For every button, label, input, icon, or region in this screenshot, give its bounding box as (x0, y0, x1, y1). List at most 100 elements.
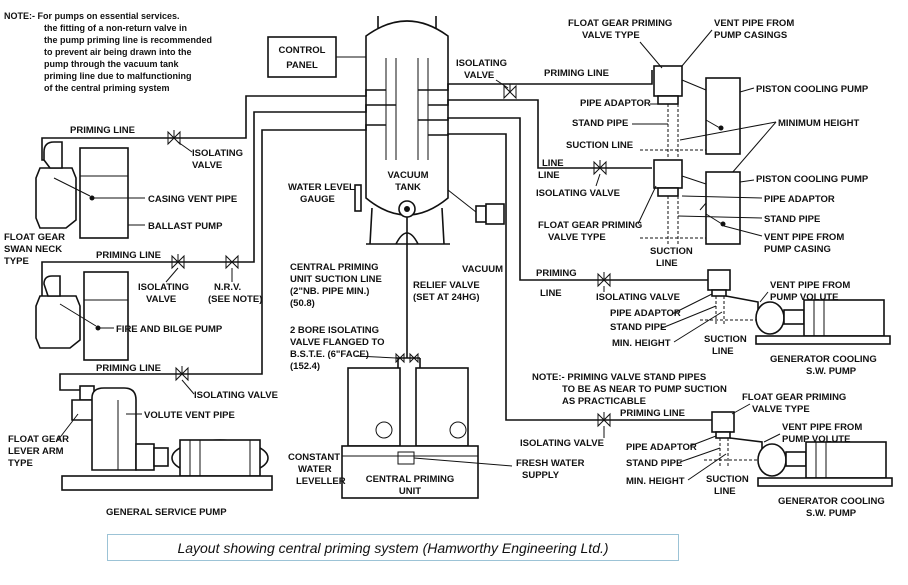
valve-label-2: VALVE (146, 294, 176, 305)
bottom-note-2: TO BE AS NEAR TO PUMP SUCTION (562, 384, 727, 395)
fresh-water-supply-label-2: SUPPLY (522, 470, 560, 481)
bottom-note-3: AS PRACTICABLE (562, 396, 646, 407)
stand-pipe-label-3: STAND PIPE (610, 322, 666, 333)
piston-cooling-pump-1: ISOLATING VALVE PRIMING LINE FLOAT GEAR … (456, 18, 869, 211)
constant-water-leveller-label-2: WATER (298, 464, 332, 475)
piston-cooling-pump-2: LINE ISOLATING VALVE LINE PISTON COOLING… (536, 158, 869, 269)
casing-vent-pipe-label: CASING VENT PIPE (148, 194, 237, 205)
vent-pipe-from-pump-volute-1b: PUMP VOLUTE (770, 292, 838, 303)
vent-pipe-from-pump-volute-2a: VENT PIPE FROM (782, 422, 862, 433)
control-panel-label-2: PANEL (286, 60, 318, 71)
valve-label-1: VALVE (192, 160, 222, 171)
piston-cooling-pump-label-2: PISTON COOLING PUMP (756, 174, 869, 185)
isolating-valve-note-4: (152.4) (290, 361, 320, 372)
generator-cooling-pump-2: PRIMING LINE ISOLATING VALVE FLOAT GEAR … (520, 392, 893, 519)
float-gear-swan-neck-label-3: TYPE (4, 256, 29, 267)
ballast-pump-label: BALLAST PUMP (148, 221, 223, 232)
stand-pipe-label-1: STAND PIPE (572, 118, 628, 129)
water-level-gauge: WATER LEVEL GAUGE (288, 182, 362, 212)
caption-box: Layout showing central priming system (H… (107, 534, 679, 561)
vent-pipe-from-pump-casing-1: VENT PIPE FROM (764, 232, 844, 243)
vacuum-tank-label-1: VACUUM (388, 170, 429, 181)
suction-line-note-3: (2"NB. PIPE MIN.) (290, 286, 369, 297)
min-height-label-6: MIN. HEIGHT (626, 476, 685, 487)
suction-line-note-4: (50.8) (290, 298, 315, 309)
nrv-label-2: (SEE NOTE) (208, 294, 262, 305)
generator-cooling-label-1b: S.W. PUMP (806, 366, 857, 377)
relief-valve-label-2: (SET AT 24HG) (413, 292, 480, 303)
suction-line-label-1: SUCTION LINE (566, 140, 633, 151)
isolating-valve-label-3: ISOLATING VALVE (194, 390, 278, 401)
constant-water-leveller-label-3: LEVELLER (296, 476, 346, 487)
bottom-note-1: NOTE:- PRIMING VALVE STAND PIPES (532, 372, 706, 383)
relief-valve-label: RELIEF VALVE (SET AT 24HG) (413, 280, 480, 303)
central-priming-unit-label-1: CENTRAL PRIMING (366, 474, 455, 485)
isolating-label-3: ISOLATING (456, 58, 507, 69)
note-line-6: priming line due to malfunctioning (44, 71, 192, 81)
vent-pipe-from-pump-casing-2: PUMP CASING (764, 244, 831, 255)
line-label-2a: LINE (542, 158, 564, 169)
suction-label-2: SUCTION (650, 246, 693, 257)
float-gear-valve-type-6b: VALVE TYPE (752, 404, 810, 415)
vacuum-tank: VACUUM TANK (365, 16, 450, 245)
general-service-pump: VOLUTE VENT PIPE PRIMING LINE ISOLATING … (8, 363, 278, 518)
piston-cooling-pump-label-1: PISTON COOLING PUMP (756, 84, 869, 95)
float-gear-priming-valve-type-1b: VALVE TYPE (582, 30, 640, 41)
float-gear-priming-valve-type-2a: FLOAT GEAR PRIMING (538, 220, 642, 231)
min-height-label-3: MIN. HEIGHT (612, 338, 671, 349)
note-line-5: pump through the vacuum tank (44, 59, 179, 69)
central-priming-unit: CENTRAL PRIMING UNIT CONSTANT WATER LEVE… (288, 358, 585, 499)
isolating-valve-label-4: ISOLATING VALVE (536, 188, 620, 199)
vacuum-gauge-label: VACUUM (462, 264, 503, 275)
volute-vent-pipe-label: VOLUTE VENT PIPE (144, 410, 235, 421)
isolating-valve-label-5: ISOLATING VALVE (596, 292, 680, 303)
central-priming-unit-label-2: UNIT (399, 486, 421, 497)
vent-pipe-from-pump-volute-1a: VENT PIPE FROM (770, 280, 850, 291)
priming-line-label-2: PRIMING LINE (96, 250, 161, 261)
general-service-pump-label: GENERAL SERVICE PUMP (106, 507, 227, 518)
water-level-gauge-label-1: WATER LEVEL (288, 182, 355, 193)
float-gear-valve-type-6a: FLOAT GEAR PRIMING (742, 392, 846, 403)
priming-line-label-4: PRIMING LINE (544, 68, 609, 79)
line-label-3: LINE (712, 346, 734, 357)
vent-pipe-from-pump-casings-2: PUMP CASINGS (714, 30, 787, 41)
suction-line-note-2: UNIT SUCTION LINE (290, 274, 382, 285)
vent-pipe-from-pump-volute-2b: PUMP VOLUTE (782, 434, 850, 445)
minimum-height-label: MINIMUM HEIGHT (778, 118, 859, 129)
suction-label-3: SUCTION (704, 334, 747, 345)
generator-cooling-pump-1: PRIMING LINE ISOLATING VALVE VENT PIPE F… (536, 268, 891, 377)
float-gear-priming-valve-type-2b: VALVE TYPE (548, 232, 606, 243)
vacuum-tank-label-2: TANK (395, 182, 421, 193)
generator-cooling-label-2b: S.W. PUMP (806, 508, 857, 519)
pipe-adaptor-label-1: PIPE ADAPTOR (580, 98, 651, 109)
top-note: NOTE:- For pumps on essential services. … (4, 11, 212, 93)
priming-line-label-6: PRIMING LINE (620, 408, 685, 419)
vent-pipe-from-pump-casings-1: VENT PIPE FROM (714, 18, 794, 29)
valve-symbols (167, 84, 611, 428)
constant-water-leveller-label-1: CONSTANT (288, 452, 340, 463)
valve-label-3: VALVE (464, 70, 494, 81)
float-gear-swan-neck-label-2: SWAN NECK (4, 244, 62, 255)
caption: Layout showing central priming system (H… (177, 539, 609, 556)
fire-and-bilge-pump: FIRE AND BILGE PUMP PRIMING LINE ISOLATI… (35, 250, 262, 361)
suction-line-note: CENTRAL PRIMING UNIT SUCTION LINE (2"NB.… (290, 262, 397, 372)
line-label-6: LINE (714, 486, 736, 497)
ballast-pump: CASING VENT PIPE BALLAST PUMP PRIMING LI… (4, 125, 243, 267)
nrv-label-1: N.R.V. (214, 282, 241, 293)
line-label-5: LINE (540, 288, 562, 299)
suction-line-note-1: CENTRAL PRIMING (290, 262, 379, 273)
isolating-valve-note-3: B.S.T.E. (6"FACE) (290, 349, 369, 360)
line-label-2c: LINE (656, 258, 678, 269)
water-level-gauge-label-2: GAUGE (300, 194, 335, 205)
stand-pipe-label-2: STAND PIPE (764, 214, 820, 225)
isolating-label-2: ISOLATING (138, 282, 189, 293)
stand-pipe-label-6: STAND PIPE (626, 458, 682, 469)
relief-valve-label-1: RELIEF VALVE (413, 280, 480, 291)
fresh-water-supply-label-1: FRESH WATER (516, 458, 585, 469)
note-line-4: to prevent air being drawn into the (44, 47, 192, 57)
priming-line-label-3: PRIMING LINE (96, 363, 161, 374)
pipe-adaptor-label-6: PIPE ADAPTOR (626, 442, 697, 453)
note-line-2: the fitting of a non-return valve in (44, 23, 187, 33)
note-line-1: NOTE:- For pumps on essential services. (4, 11, 180, 21)
